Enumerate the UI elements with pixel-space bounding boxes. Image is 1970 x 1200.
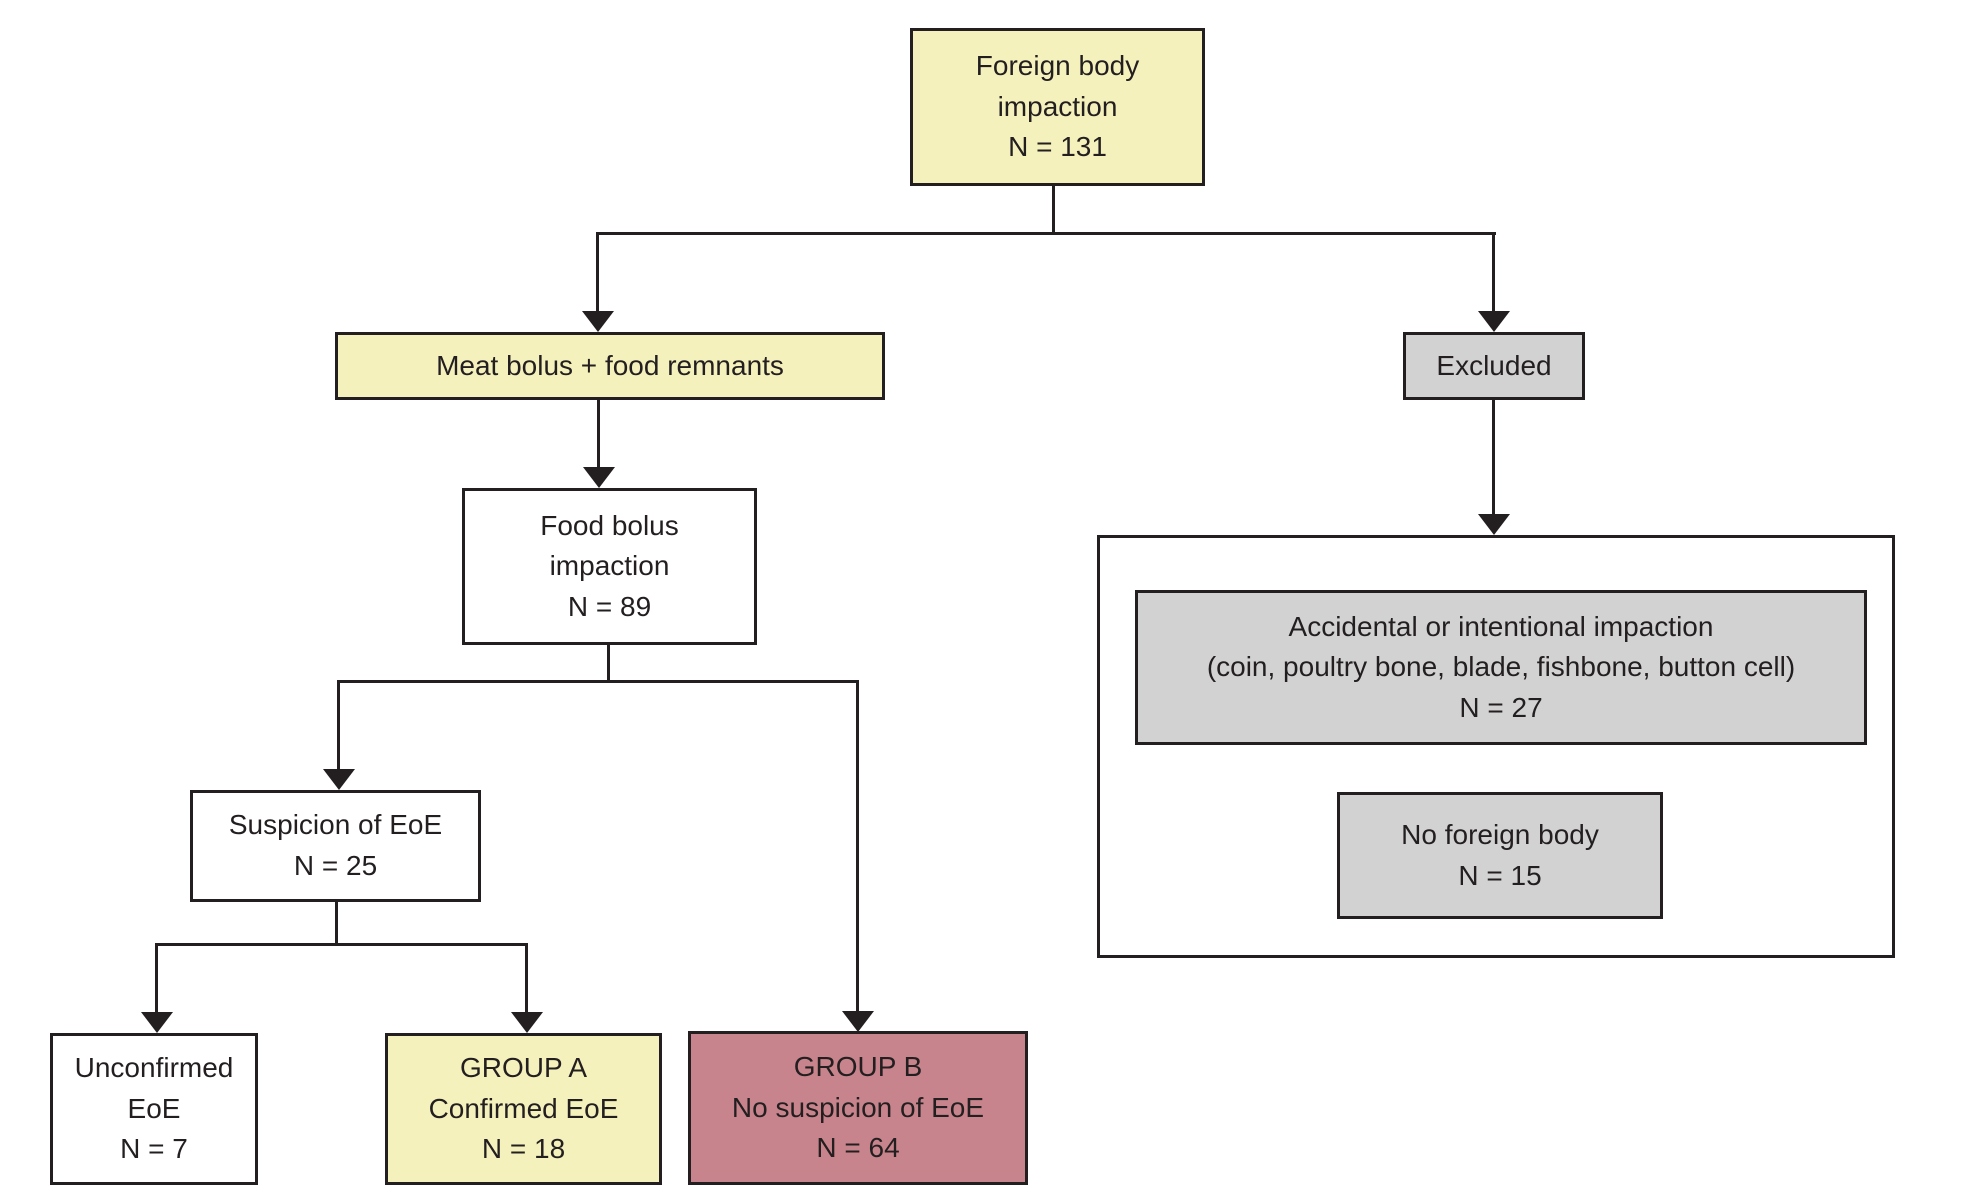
connector-excluded-to-detail xyxy=(1492,400,1495,516)
connector-to-group-a xyxy=(525,943,528,1013)
arrow-down-icon xyxy=(323,769,355,790)
connector-suspicion-split xyxy=(155,943,528,946)
foreign-body-impaction-box: Foreign body impaction N = 131 xyxy=(910,28,1205,186)
box-text-line: N = 7 xyxy=(120,1133,188,1165)
box-text-line: GROUP B xyxy=(793,1051,923,1083)
box-text-line: No suspicion of EoE xyxy=(731,1091,985,1123)
box-text-line: Foreign body xyxy=(975,50,1140,82)
no-foreign-body-box: No foreign body N = 15 xyxy=(1337,792,1663,919)
box-text-line: GROUP A xyxy=(459,1052,588,1084)
connector-suspicion-stem xyxy=(335,902,338,946)
box-text-line: N = 15 xyxy=(1458,859,1542,891)
meat-bolus-box: Meat bolus + food remnants xyxy=(335,332,885,400)
box-text-line: (coin, poultry bone, blade, fishbone, bu… xyxy=(1206,651,1796,683)
arrow-down-icon xyxy=(511,1012,543,1033)
box-text-line: N = 27 xyxy=(1459,691,1543,723)
box-text-line: N = 25 xyxy=(293,850,378,881)
box-text-line: impaction xyxy=(549,550,670,582)
box-text-line: N = 131 xyxy=(1008,131,1107,163)
group-a-confirmed-eoe-box: GROUP A Confirmed EoE N = 18 xyxy=(385,1033,662,1185)
arrow-down-icon xyxy=(1478,311,1510,332)
connector-to-unconfirmed xyxy=(155,943,158,1013)
connector-food-split xyxy=(337,680,859,683)
food-bolus-impaction-box: Food bolus impaction N = 89 xyxy=(462,488,757,645)
suspicion-of-eoe-box: Suspicion of EoE N = 25 xyxy=(190,790,481,902)
box-text-line: impaction xyxy=(997,90,1118,122)
box-text-line: Meat bolus + food remnants xyxy=(436,349,784,381)
box-text-line: Excluded xyxy=(1436,349,1552,381)
connector-to-excluded xyxy=(1492,232,1495,312)
box-text-line: EoE xyxy=(127,1092,181,1124)
box-text-line: Suspicion of EoE xyxy=(228,809,443,841)
unconfirmed-eoe-box: Unconfirmed EoE N = 7 xyxy=(50,1033,258,1185)
box-text-line: No foreign body xyxy=(1401,818,1599,850)
connector-top-stem xyxy=(1052,186,1055,235)
accidental-intentional-impaction-box: Accidental or intentional impaction (coi… xyxy=(1135,590,1867,745)
connector-to-suspicion xyxy=(337,680,340,770)
arrow-down-icon xyxy=(141,1012,173,1033)
group-b-no-suspicion-box: GROUP B No suspicion of EoE N = 64 xyxy=(688,1031,1028,1185)
box-text-line: N = 64 xyxy=(816,1132,900,1164)
connector-meat-to-food xyxy=(597,400,600,468)
arrow-down-icon xyxy=(583,467,615,488)
box-text-line: N = 89 xyxy=(567,590,652,622)
connector-top-split xyxy=(596,232,1496,235)
box-text-line: Accidental or intentional impaction xyxy=(1288,610,1714,642)
connector-food-stem xyxy=(607,645,610,683)
arrow-down-icon xyxy=(1478,514,1510,535)
box-text-line: Confirmed EoE xyxy=(428,1092,619,1124)
arrow-down-icon xyxy=(842,1011,874,1032)
connector-to-group-b xyxy=(856,680,859,1012)
box-text-line: N = 18 xyxy=(481,1133,566,1165)
box-text-line: Unconfirmed xyxy=(74,1052,234,1084)
box-text-line: Food bolus xyxy=(540,509,679,541)
connector-to-meat-bolus xyxy=(596,232,599,312)
excluded-box: Excluded xyxy=(1403,332,1585,400)
arrow-down-icon xyxy=(582,311,614,332)
